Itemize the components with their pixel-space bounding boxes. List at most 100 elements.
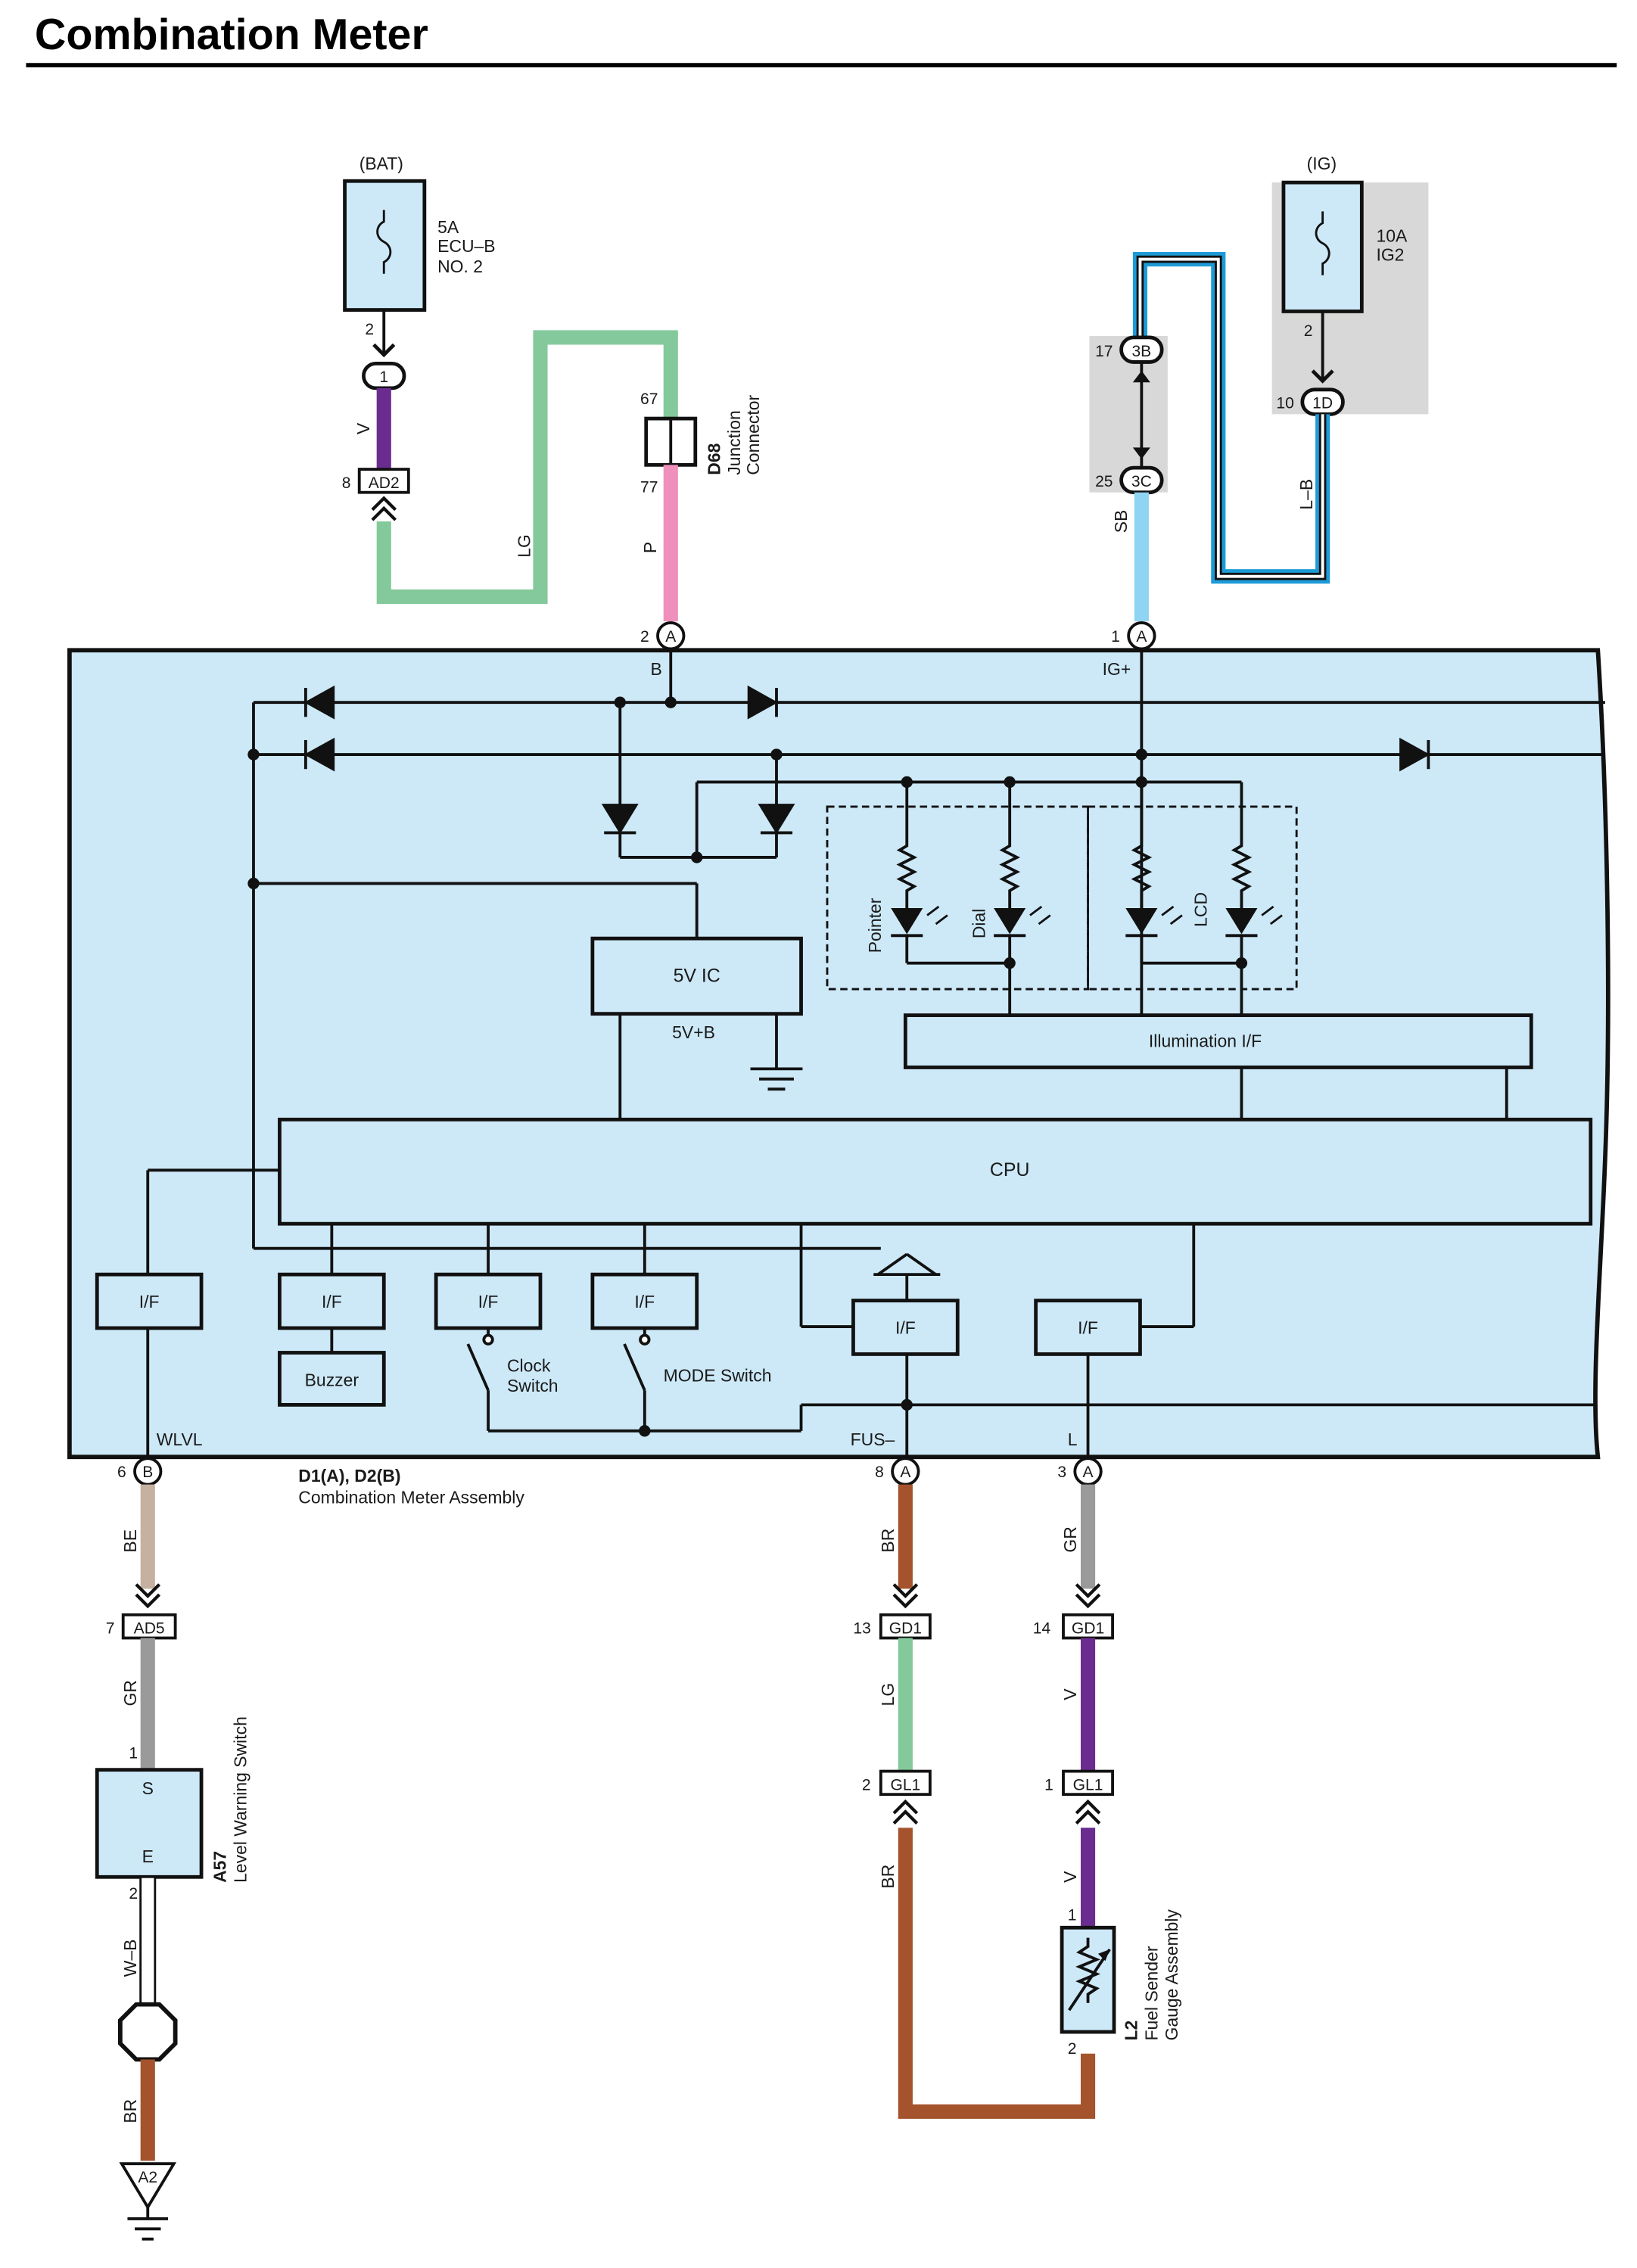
wire-br-2: [898, 1484, 913, 1589]
wire-gr-1: [140, 1638, 155, 1769]
bat-fuse-no: NO. 2: [437, 257, 483, 276]
ig-fuse: (IG) 10A IG2 2: [1281, 154, 1408, 340]
wire-v-label: V: [353, 422, 373, 434]
wire-br-3: [898, 1828, 1096, 2119]
resistor-icon: [1231, 840, 1253, 908]
dial-label: Dial: [969, 909, 989, 939]
wire-br-label: BR: [878, 1865, 898, 1889]
combination-meter-box: [67, 648, 1611, 1460]
illumination-if-block: [903, 1013, 1533, 1069]
svg-text:B: B: [142, 1464, 153, 1481]
connector-ad2: [357, 468, 410, 494]
svg-text:2: 2: [640, 628, 649, 646]
svg-text:8: 8: [875, 1464, 884, 1481]
resistors: [896, 840, 1253, 908]
diode-icon: [303, 737, 335, 772]
diode-icon: [1399, 737, 1430, 772]
connector-ad2-label: AD2: [369, 474, 400, 492]
wire-gr-2: [1080, 1484, 1096, 1589]
svg-text:A: A: [665, 628, 676, 646]
ig-fuse-amp: 10A: [1376, 226, 1408, 246]
lcd-label: LCD: [1190, 892, 1210, 927]
5v-ic-block: [590, 936, 803, 1016]
svg-text:I/F: I/F: [139, 1292, 160, 1311]
connector-1d-label: 1D: [1312, 395, 1333, 412]
svg-text:I/F: I/F: [322, 1292, 342, 1311]
connector-gd1-label: GD1: [1072, 1620, 1104, 1638]
d68-name1: Junction: [724, 410, 744, 474]
arrow-down-icon: [372, 343, 396, 358]
wire-be: [140, 1484, 155, 1589]
wire-lb-label: L–B: [1296, 479, 1316, 510]
bat-fuse-box: [343, 179, 427, 312]
arrow-down-icon: [1132, 447, 1150, 459]
arrow-down-icon: [1311, 369, 1334, 384]
sender-code: L2: [1122, 2021, 1141, 2041]
mode-switch-icon: [623, 1333, 651, 1392]
wire-p: [663, 465, 678, 622]
bat-fuse-name: ECU–B: [437, 236, 496, 256]
d68-name2: Connector: [743, 394, 763, 474]
pin-l-label: L: [1068, 1430, 1078, 1449]
wire-gr-label: GR: [1060, 1526, 1080, 1552]
pointer-label: Pointer: [865, 898, 885, 953]
if-block-fuel: [851, 1299, 960, 1356]
connector-ad5-pin: 7: [106, 1620, 115, 1638]
wire-wb: [139, 1875, 157, 2006]
diodes: [303, 685, 1430, 835]
double-chevron-icon: [1075, 1799, 1101, 1825]
bat-fuse-amp: 5A: [437, 217, 459, 237]
variable-resistor-icon: [1075, 1937, 1100, 2003]
svg-text:I/F: I/F: [895, 1318, 916, 1338]
5v-ic-label: 5V IC: [674, 966, 720, 987]
svg-text:A: A: [900, 1464, 910, 1481]
illum-group-right: [1087, 805, 1298, 991]
diode-icon: [747, 685, 779, 720]
connector-3c-pin: 25: [1095, 473, 1113, 490]
svg-text:A: A: [1136, 628, 1147, 646]
arrow-icon: [1068, 1948, 1111, 2011]
leds: [891, 905, 1283, 938]
d68-pin-bottom: 77: [640, 479, 658, 496]
if-blocks: I/F I/F I/F I/F I/F I/F: [95, 1272, 1142, 1356]
resistor-icon: [1131, 840, 1153, 908]
pin-b-label: B: [650, 659, 661, 679]
diode-icon: [303, 685, 335, 720]
svg-text:I/F: I/F: [478, 1292, 499, 1311]
d68-pin-top: 67: [640, 390, 658, 408]
svg-text:6: 6: [117, 1464, 126, 1481]
ig-label: (IG): [1307, 154, 1337, 173]
svg-text:2: 2: [129, 1885, 138, 1902]
wire-lg-2: [898, 1638, 913, 1772]
illumination-if-label: Illumination I/F: [1149, 1031, 1262, 1051]
wire-lg-1: [376, 330, 678, 605]
splice-point-icon: [118, 2002, 178, 2062]
svg-text:13: 13: [853, 1620, 870, 1638]
wire-gr-label: GR: [120, 1680, 140, 1706]
connector-gd1-fus: [879, 1613, 932, 1640]
connector-gl1-label: GL1: [890, 1776, 920, 1794]
wire-br-label: BR: [120, 2099, 140, 2123]
pin-fus-label: FUS–: [851, 1430, 895, 1449]
connector-ad5: [121, 1613, 177, 1640]
if-block-clock: [434, 1272, 543, 1330]
level-warning-switch-box: [95, 1768, 204, 1879]
meter-name: Combination Meter Assembly: [298, 1488, 524, 1507]
diode-icon: [758, 804, 795, 835]
wire-lg-label: LG: [515, 534, 534, 558]
switch-e-label: E: [142, 1846, 154, 1866]
wire-be-label: BE: [120, 1529, 140, 1553]
sender-name2: Gauge Assembly: [1162, 1909, 1181, 2041]
double-chevron-icon: [371, 496, 397, 521]
svg-text:1: 1: [1068, 1907, 1077, 1924]
bat-fuse-pin: 2: [365, 321, 374, 338]
connector-3c-label: 3C: [1131, 473, 1152, 490]
double-chevron-icon: [135, 1583, 161, 1609]
connector-gd1-label: GD1: [889, 1620, 922, 1638]
wire-v-label: V: [1060, 1871, 1080, 1883]
svg-text:2: 2: [862, 1776, 871, 1794]
clock-switch-icon: [466, 1333, 494, 1392]
svg-text:A: A: [1083, 1464, 1094, 1481]
svg-text:I/F: I/F: [634, 1292, 655, 1311]
